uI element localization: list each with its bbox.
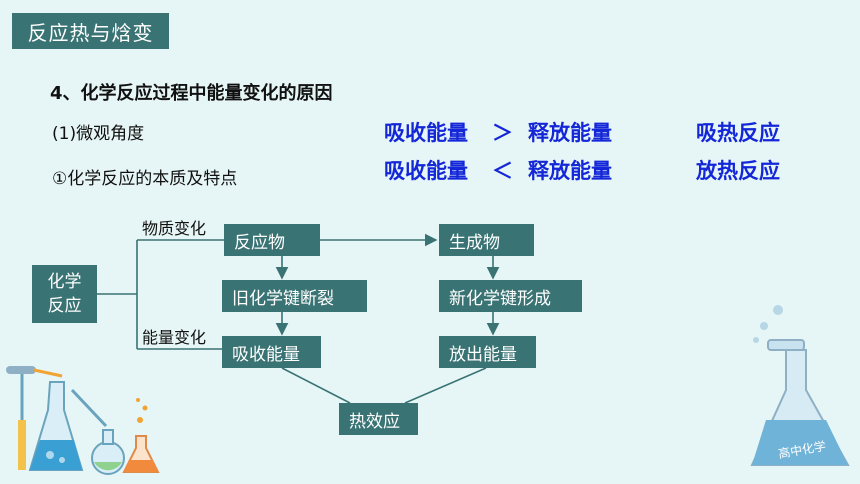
compare-2-op: ＜ [492, 159, 513, 183]
compare-1-op: ＞ [492, 121, 513, 145]
root-chemical-reaction: 化学 反应 [32, 265, 97, 323]
compare-1-left: 吸收能量 [384, 121, 468, 145]
lab-glassware-icon [6, 366, 160, 475]
subheading-essence: ①化学反应的本质及特点 [52, 169, 238, 189]
compare-1-right: 释放能量 [528, 121, 612, 145]
flask-icon [750, 305, 850, 466]
root-line-2: 反应 [47, 296, 82, 316]
new-bond-form-box: 新化学键形成 [439, 280, 582, 312]
section-heading: 4、化学反应过程中能量变化的原因 [50, 83, 333, 104]
root-line-1: 化学 [47, 272, 82, 292]
page-title: 反应热与焓变 [12, 13, 169, 49]
absorb-energy-box: 吸收能量 [222, 336, 321, 368]
reactant-box: 反应物 [224, 224, 320, 256]
old-bond-break-box: 旧化学键断裂 [222, 280, 367, 312]
compare-2-left: 吸收能量 [384, 159, 468, 183]
compare-1-result: 吸热反应 [696, 121, 780, 145]
branch-energy-label: 能量变化 [142, 328, 207, 347]
heat-effect-box: 热效应 [339, 403, 418, 435]
release-energy-box: 放出能量 [439, 336, 536, 368]
compare-2-result: 放热反应 [696, 159, 780, 183]
subheading-micro: (1)微观角度 [52, 124, 145, 144]
product-box: 生成物 [439, 224, 534, 256]
compare-2-right: 释放能量 [528, 159, 612, 183]
branch-material-label: 物质变化 [142, 219, 207, 238]
